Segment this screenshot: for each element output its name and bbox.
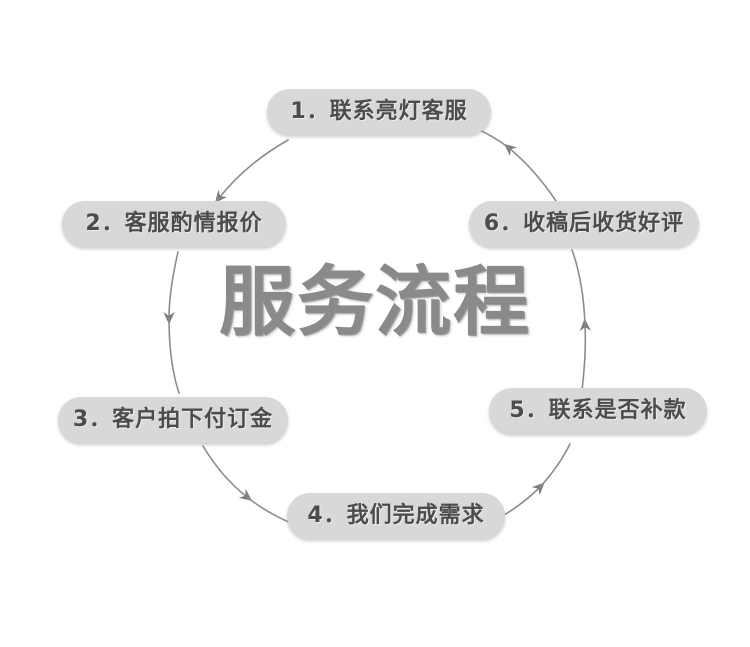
step-pill-3[interactable]: 3．客户拍下付订金 [58,397,288,443]
arrow-6-to-1 [504,143,557,202]
step-pill-6[interactable]: 6．收稿后收货好评 [469,201,699,247]
step-pill-1[interactable]: 1．联系亮灯客服 [267,89,491,135]
step-5-label: 5．联系是否补款 [509,398,687,423]
arrow-1-to-2 [214,139,289,204]
step-pill-4[interactable]: 4．我们完成需求 [287,493,505,539]
step-pill-5[interactable]: 5．联系是否补款 [489,388,707,434]
page-title: 服务流程 [219,261,531,345]
arc-4-to-5-tail [539,443,571,488]
arrow-2-to-3 [163,251,179,325]
step-1-label: 1．联系亮灯客服 [290,99,468,124]
step-pill-2[interactable]: 2．客服酌情报价 [62,201,286,247]
step-6-label: 6．收稿后收货好评 [483,211,685,236]
arc-5-to-6-tail [571,249,586,326]
arrow-3-to-4 [202,445,253,501]
step-3-label: 3．客户拍下付订金 [72,407,274,432]
step-4-label: 4．我们完成需求 [307,503,485,528]
step-2-label: 2．客服酌情报价 [85,211,263,236]
arc-2-to-3-tail [168,317,180,394]
arrow-5-to-6 [579,318,591,391]
